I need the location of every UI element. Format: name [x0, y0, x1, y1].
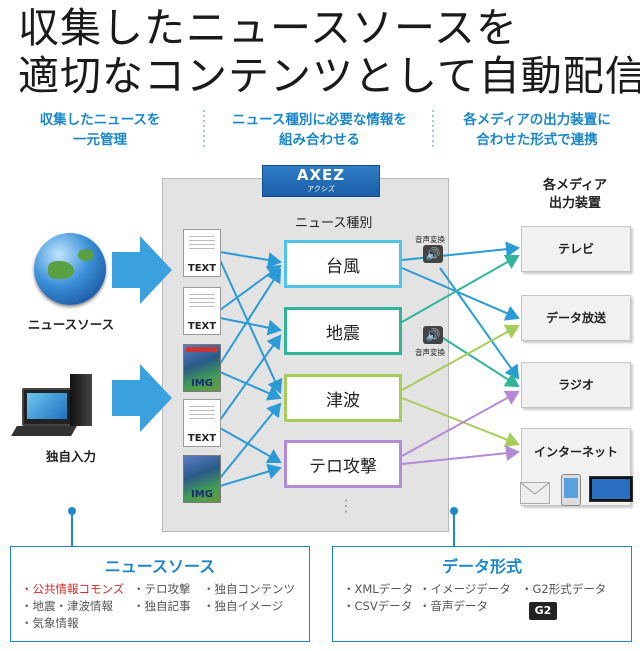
voice-conversion-label: 音声変換	[415, 235, 445, 244]
title-line-1: 収集したニュースソースを	[18, 4, 518, 52]
category-earthquake: 地震	[284, 307, 402, 355]
connector-line	[453, 513, 455, 547]
outputs-title-line1: 各メディア	[542, 178, 608, 193]
header-left-line1: 収集したニュースを	[39, 112, 161, 128]
output-radio: ラジオ	[521, 362, 631, 408]
smartphone-icon	[561, 474, 581, 506]
list-item: ・独自コンテンツ	[203, 582, 295, 596]
output-tv: テレビ	[521, 226, 631, 272]
header-left: 収集したニュースを 一元管理	[10, 110, 190, 150]
panel-label: ニュース種別	[295, 216, 373, 231]
doc-label: TEXT	[187, 433, 217, 444]
list-item: ・公共情報コモンズ	[21, 582, 125, 596]
connector-line	[71, 513, 73, 547]
news-box-col2: ・テロ攻撃 ・独自記事	[133, 581, 191, 615]
list-item: ・XMLデータ	[343, 582, 414, 596]
header-middle: ニュース種別に必要な情報を 組み合わせる	[212, 110, 427, 150]
image-document: IMG	[183, 344, 221, 392]
g2-badge-icon: G2	[529, 602, 557, 620]
output-internet-label: インターネット	[533, 445, 618, 459]
data-format-box: データ形式 ・XMLデータ ・CSVデータ ・イメージデータ ・音声データ ・G…	[332, 546, 632, 642]
voice-conversion-label: 音声変換	[415, 348, 445, 357]
monitor-icon	[589, 476, 633, 502]
pc-tower-icon	[70, 374, 92, 426]
list-item: ・気象情報	[21, 616, 79, 630]
news-source-box: ニュースソース ・公共情報コモンズ ・地震・津波情報 ・気象情報 ・テロ攻撃 ・…	[10, 546, 310, 642]
computer-monitor-icon	[22, 388, 72, 426]
text-document: TEXT	[183, 399, 221, 447]
own-input-label: 独自入力	[45, 449, 96, 464]
header-mid-line2: 組み合わせる	[279, 132, 360, 148]
text-document: TEXT	[183, 287, 221, 335]
data-box-col3: ・G2形式データ	[521, 581, 606, 598]
connector-dot	[450, 507, 458, 515]
mail-icon	[520, 482, 550, 504]
img-label: IMG	[191, 378, 213, 389]
text-document: TEXT	[183, 229, 221, 277]
ellipsis: ⋮	[338, 496, 354, 515]
list-item: ・独自記事	[133, 599, 191, 613]
speaker-icon: 🔊	[423, 245, 443, 263]
title-line-2: 適切なコンテンツとして自動配信	[18, 52, 640, 100]
keyboard-icon	[11, 426, 77, 436]
data-box-col2: ・イメージデータ ・音声データ	[419, 581, 511, 615]
news-source-label: ニュースソース	[27, 317, 115, 332]
globe-icon	[34, 233, 106, 305]
connector-dot	[68, 507, 76, 515]
category-tsunami: 津波	[284, 374, 402, 422]
outputs-title-line2: 出力装置	[548, 196, 601, 211]
axez-name: AXEZ	[296, 166, 346, 184]
data-box-title: データ形式	[441, 557, 522, 576]
news-box-col3: ・独自コンテンツ ・独自イメージ	[203, 581, 295, 615]
data-box-col1: ・XMLデータ ・CSVデータ	[343, 581, 413, 615]
list-item: ・地震・津波情報	[21, 599, 113, 613]
header-right: 各メディアの出力装置に 合わせた形式で連携	[442, 110, 632, 150]
separator	[432, 110, 434, 150]
speaker-icon: 🔊	[423, 326, 443, 344]
news-box-title: ニュースソース	[104, 557, 216, 576]
img-label: IMG	[191, 489, 213, 500]
separator	[203, 110, 205, 150]
doc-label: TEXT	[187, 263, 217, 274]
output-data-broadcast: データ放送	[521, 295, 631, 341]
list-item: ・CSVデータ	[343, 599, 413, 613]
header-right-line1: 各メディアの出力装置に	[463, 112, 611, 128]
axez-kana: アクシズ	[307, 185, 335, 193]
category-terror-attack: テロ攻撃	[284, 440, 402, 488]
header-right-line2: 合わせた形式で連携	[476, 132, 598, 148]
outputs-title: 各メディア 出力装置	[515, 177, 635, 213]
news-box-col1: ・公共情報コモンズ ・地震・津波情報 ・気象情報	[21, 581, 124, 632]
list-item: ・独自イメージ	[203, 599, 284, 613]
category-typhoon: 台風	[284, 240, 402, 288]
header-mid-line1: ニュース種別に必要な情報を	[232, 112, 407, 128]
list-item: ・G2形式データ	[521, 582, 607, 596]
list-item: ・音声データ	[419, 599, 488, 613]
list-item: ・テロ攻撃	[133, 582, 191, 596]
list-item: ・イメージデータ	[419, 582, 511, 596]
header-left-line2: 一元管理	[73, 132, 127, 148]
image-document: IMG	[183, 455, 221, 503]
doc-label: TEXT	[187, 321, 217, 332]
axez-logo: AXEZ アクシズ	[262, 165, 380, 197]
